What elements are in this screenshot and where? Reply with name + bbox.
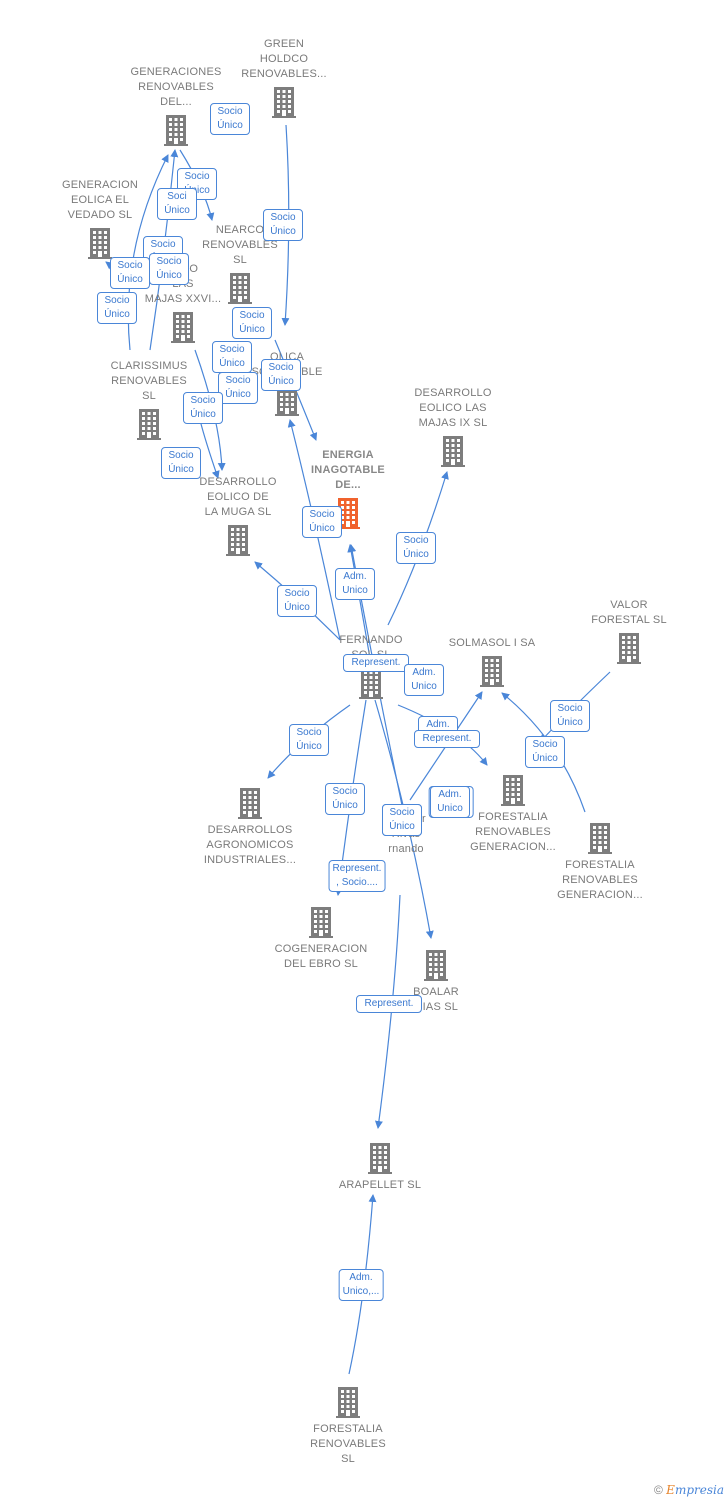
node-label[interactable]: DESARROLLOS AGRONOMICOS INDUSTRIALES... — [203, 824, 297, 866]
relation-badge[interactable]: Soci Único — [157, 188, 197, 220]
building-icon[interactable] — [308, 906, 334, 938]
relation-badge[interactable]: Represent. — [343, 654, 409, 672]
relation-badge[interactable]: Socio Único — [232, 307, 272, 339]
building-icon[interactable] — [170, 311, 196, 343]
relation-badge[interactable]: Adm. Unico — [404, 664, 444, 696]
relation-badge[interactable]: Socio Único — [261, 359, 301, 391]
building-icon[interactable] — [227, 272, 253, 304]
building-icon[interactable] — [225, 524, 251, 556]
relation-badge[interactable]: Socio Único — [302, 506, 342, 538]
relation-badge[interactable]: Represent. — [414, 730, 480, 748]
building-icon[interactable] — [271, 86, 297, 118]
node-label[interactable]: ENERGIA INAGOTABLE DE... — [311, 449, 385, 491]
empresia-watermark: © Empresia — [654, 1483, 724, 1497]
node-label[interactable]: CLARISSIMUS RENOVABLES SL — [110, 360, 188, 402]
building-icon[interactable] — [358, 667, 384, 699]
relation-badge[interactable]: Socio Único — [289, 724, 329, 756]
copyright-symbol: © — [653, 1483, 663, 1497]
building-icon[interactable] — [500, 774, 526, 806]
building-icon[interactable] — [136, 408, 162, 440]
relation-badge[interactable]: Socio Único — [525, 736, 565, 768]
relation-badge[interactable]: Socio Único — [110, 257, 150, 289]
node-label[interactable]: NEARCO RENOVABLES SL — [202, 224, 278, 266]
node-label[interactable]: FORESTALIA RENOVABLES GENERACION... — [557, 859, 643, 901]
relation-badge[interactable]: Socio Único — [263, 209, 303, 241]
building-icon[interactable] — [335, 497, 361, 529]
building-icon[interactable] — [163, 114, 189, 146]
building-icon[interactable] — [367, 1142, 393, 1174]
node-label[interactable]: SOLMASOL I SA — [448, 637, 536, 649]
building-icon[interactable] — [237, 787, 263, 819]
relation-badge[interactable]: Socio Único — [325, 783, 365, 815]
edge-nearco-renovables-to-energia-inagotable — [274, 339, 318, 441]
node-label[interactable]: GREEN HOLDCO RENOVABLES... — [241, 38, 327, 80]
node-label[interactable]: GENERACION EOLICA EL VEDADO SL — [62, 179, 138, 221]
relation-badge[interactable]: Adm. Unico — [335, 568, 375, 600]
relation-badge[interactable]: Socio Único — [183, 392, 223, 424]
relation-badge[interactable]: Socio Único — [382, 804, 422, 836]
building-icon[interactable] — [335, 1386, 361, 1418]
relation-badge[interactable]: Socio Único — [210, 103, 250, 135]
node-label[interactable]: ARAPELLET SL — [338, 1179, 422, 1191]
building-icon[interactable] — [440, 435, 466, 467]
relation-badge[interactable]: Socio Único — [212, 341, 252, 373]
node-label[interactable]: GENERACIONES RENOVABLES DEL... — [130, 66, 222, 108]
node-label[interactable]: FORESTALIA RENOVABLES GENERACION... — [470, 811, 556, 853]
node-label[interactable]: VALOR FORESTAL SL — [591, 599, 667, 626]
building-icon[interactable] — [616, 632, 642, 664]
building-icon[interactable] — [423, 949, 449, 981]
brand-name: mpresia — [674, 1483, 724, 1497]
relation-badge[interactable]: Socio Único — [277, 585, 317, 617]
relation-badge[interactable]: Socio Único — [396, 532, 436, 564]
building-icon[interactable] — [587, 822, 613, 854]
relation-badge[interactable]: Represent. — [356, 995, 422, 1013]
relation-badge[interactable]: Adm. Unico,... — [338, 1269, 384, 1301]
relation-badge[interactable]: Represent. , Socio.... — [328, 860, 386, 892]
relation-badge[interactable]: Socio Único — [550, 700, 590, 732]
relation-badge[interactable]: Socio Único — [97, 292, 137, 324]
building-icon[interactable] — [479, 655, 505, 687]
relation-badge[interactable]: Socio Único — [161, 447, 201, 479]
node-label[interactable]: DESARROLLO EOLICO LAS MAJAS IX SL — [414, 387, 492, 429]
node-label[interactable]: FORESTALIA RENOVABLES SL — [310, 1423, 386, 1465]
node-label[interactable]: DESARROLLO EOLICO DE LA MUGA SL — [199, 476, 277, 518]
node-label[interactable]: COGENERACION DEL EBRO SL — [274, 943, 368, 970]
edge-clarissimus-renovables-to-desarrollo-muga — [199, 419, 220, 479]
relation-badge[interactable]: Adm. Unico — [430, 786, 470, 818]
relation-badge[interactable]: Socio Único — [218, 372, 258, 404]
relation-badge[interactable]: Socio Único — [149, 253, 189, 285]
edge-generaciones-renovables-to-clarissimus-renovables — [127, 154, 169, 351]
building-icon[interactable] — [87, 227, 113, 259]
relation-badge[interactable]: Socio Único — [177, 168, 217, 200]
brand-initial: E — [666, 1483, 675, 1497]
